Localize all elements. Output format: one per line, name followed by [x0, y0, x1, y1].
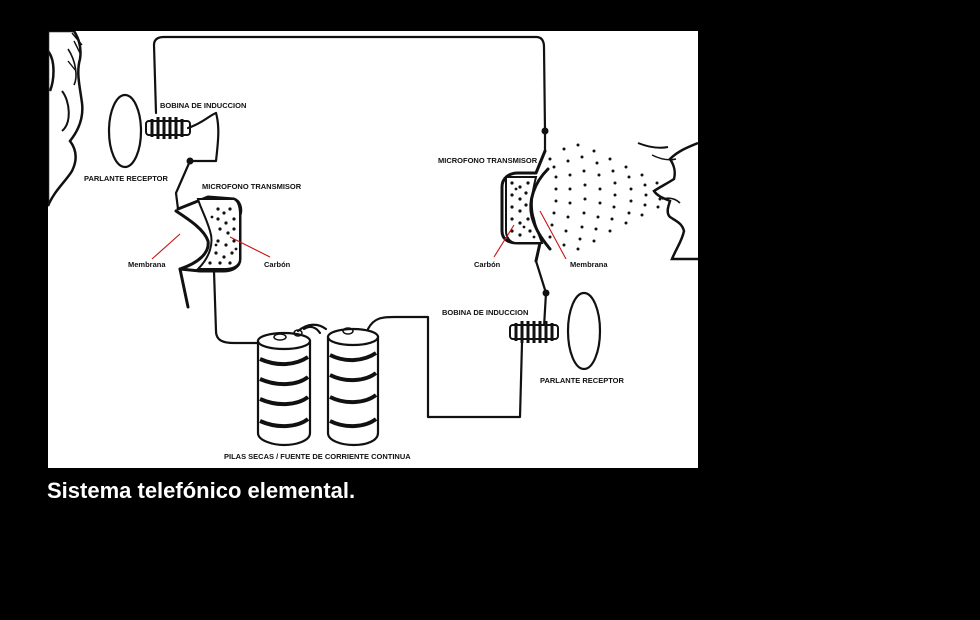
label-right-membrane: Membrana — [570, 260, 608, 269]
telephone-diagram: BOBINA DE INDUCCION PARLANTE RECEPTOR MI… — [48, 31, 698, 461]
left-induction-coil — [145, 111, 218, 139]
label-batteries: PILAS SECAS / FUENTE DE CORRIENTE CONTIN… — [224, 452, 411, 461]
label-right-microphone: MICROFONO TRANSMISOR — [438, 156, 538, 165]
circuit-wires — [152, 35, 550, 419]
left-microphone — [151, 195, 271, 309]
label-left-induction-coil: BOBINA DE INDUCCION — [160, 101, 246, 110]
left-head-illustration — [48, 31, 84, 207]
right-speaker-diaphragm — [566, 291, 602, 371]
right-induction-coil — [509, 321, 559, 343]
right-head-illustration — [637, 141, 698, 261]
figure-caption: Sistema telefónico elemental. — [47, 478, 356, 503]
left-speaker-diaphragm — [107, 93, 143, 169]
right-microphone — [493, 149, 567, 263]
label-right-induction-coil: BOBINA DE INDUCCION — [442, 308, 528, 317]
battery-left — [256, 329, 312, 447]
label-left-microphone: MICROFONO TRANSMISOR — [202, 182, 302, 191]
sound-waves — [548, 143, 662, 251]
label-right-carbon: Carbón — [474, 260, 501, 269]
label-right-speaker: PARLANTE RECEPTOR — [540, 376, 624, 385]
diagram-panel: BOBINA DE INDUCCION PARLANTE RECEPTOR MI… — [48, 31, 698, 468]
dry-cell-batteries — [256, 323, 380, 447]
label-left-speaker: PARLANTE RECEPTOR — [84, 174, 168, 183]
label-left-membrane: Membrana — [128, 260, 166, 269]
battery-right — [326, 327, 380, 447]
label-left-carbon: Carbón — [264, 260, 291, 269]
